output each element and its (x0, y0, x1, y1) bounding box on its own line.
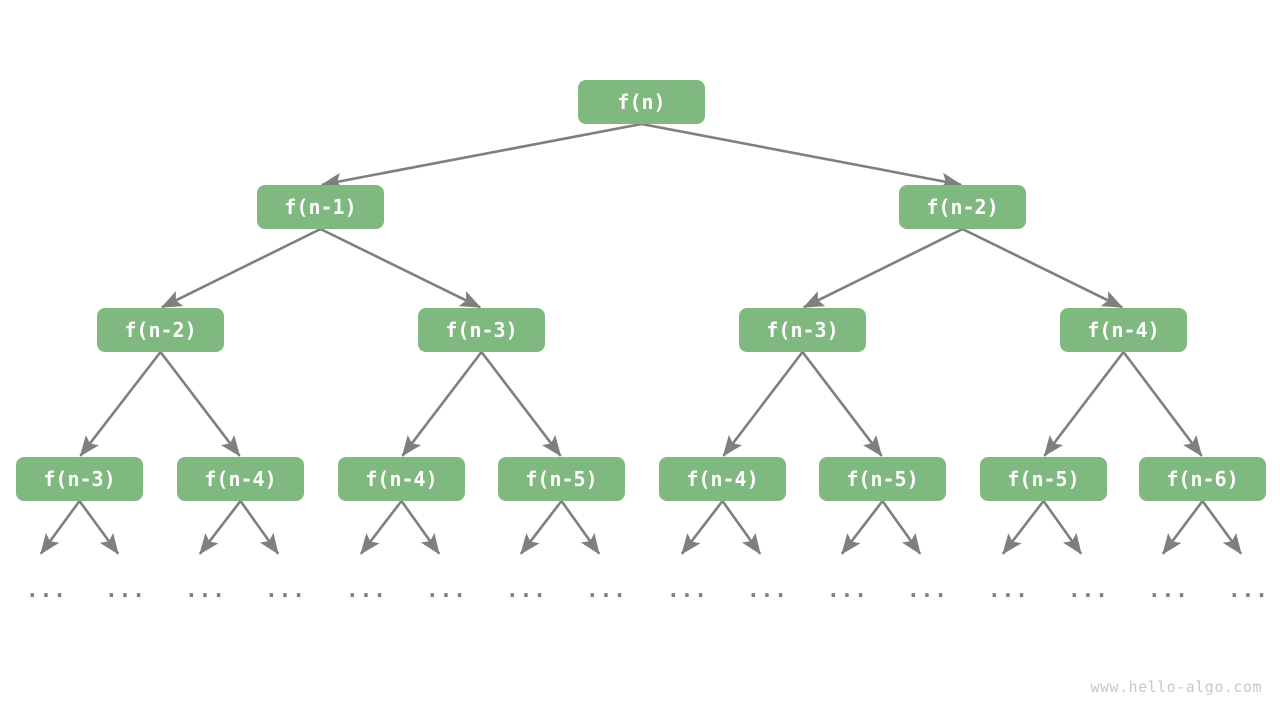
ellipsis-marker: ... (26, 578, 67, 602)
tree-edge (961, 227, 1124, 309)
tree-edge (722, 351, 804, 457)
ellipsis-marker: ... (988, 578, 1029, 602)
tree-node: f(n-4) (1060, 308, 1187, 352)
ellipsis-marker: ... (827, 578, 868, 602)
tree-node: f(n-2) (97, 308, 224, 352)
leaf-edge (39, 500, 81, 555)
leaf-edge (198, 500, 242, 555)
ellipsis-marker: ... (105, 578, 146, 602)
edges (79, 122, 1203, 457)
tree-edge (802, 227, 964, 309)
leaf-edge (1161, 500, 1204, 555)
tree-node: f(n-1) (257, 185, 384, 229)
tree-node: f(n) (578, 80, 705, 124)
tree-node: f(n-4) (659, 457, 786, 501)
tree-node: f(n-5) (819, 457, 946, 501)
ellipsis-marker: ... (747, 578, 788, 602)
tree-edge (401, 351, 483, 457)
tree-node: f(n-3) (418, 308, 545, 352)
ellipsis-marker: ... (1148, 578, 1189, 602)
tree-node: f(n-3) (739, 308, 866, 352)
leaf-edge (840, 500, 884, 555)
tree-node: f(n-4) (338, 457, 465, 501)
tree-edge (160, 227, 322, 309)
tree-node: f(n-6) (1139, 457, 1266, 501)
leaf-edge (400, 500, 441, 555)
tree-node: f(n-2) (899, 185, 1026, 229)
ellipsis-marker: ... (346, 578, 387, 602)
ellipsis-marker: ... (1228, 578, 1269, 602)
watermark: www.hello-algo.com (1090, 678, 1262, 696)
tree-edge (1043, 351, 1125, 457)
leaf-edge (1001, 500, 1045, 555)
tree-edge (641, 122, 963, 190)
leaf-edge (1042, 500, 1083, 555)
ellipsis-marker: ... (426, 578, 467, 602)
leaf-edge (519, 500, 563, 555)
leaf-edge (359, 500, 403, 555)
leaf-edge (721, 500, 762, 555)
leaf-edge (680, 500, 724, 555)
tree-node: f(n-5) (498, 457, 625, 501)
ellipsis-marker: ... (667, 578, 708, 602)
tree-edge (801, 351, 883, 457)
leaf-edge (239, 500, 280, 555)
leaf-edges (39, 500, 1243, 555)
tree-node: f(n-3) (16, 457, 143, 501)
tree-edge (480, 351, 562, 457)
tree-node: f(n-4) (177, 457, 304, 501)
tree-edge (79, 351, 162, 457)
tree-node: f(n-5) (980, 457, 1107, 501)
ellipsis-marker: ... (586, 578, 627, 602)
ellipsis-marker: ... (506, 578, 547, 602)
leaf-edge (560, 500, 601, 555)
tree-edge (1122, 351, 1203, 457)
ellipsis-marker: ... (1068, 578, 1109, 602)
leaf-edge (881, 500, 922, 555)
leaf-edge (78, 500, 120, 555)
tree-edge (159, 351, 241, 457)
ellipsis-marker: ... (907, 578, 948, 602)
leaf-edge (1201, 500, 1243, 555)
tree-edge (320, 122, 642, 190)
ellipsis-marker: ... (185, 578, 226, 602)
ellipsis-marker: ... (265, 578, 306, 602)
tree-edge (319, 227, 482, 309)
